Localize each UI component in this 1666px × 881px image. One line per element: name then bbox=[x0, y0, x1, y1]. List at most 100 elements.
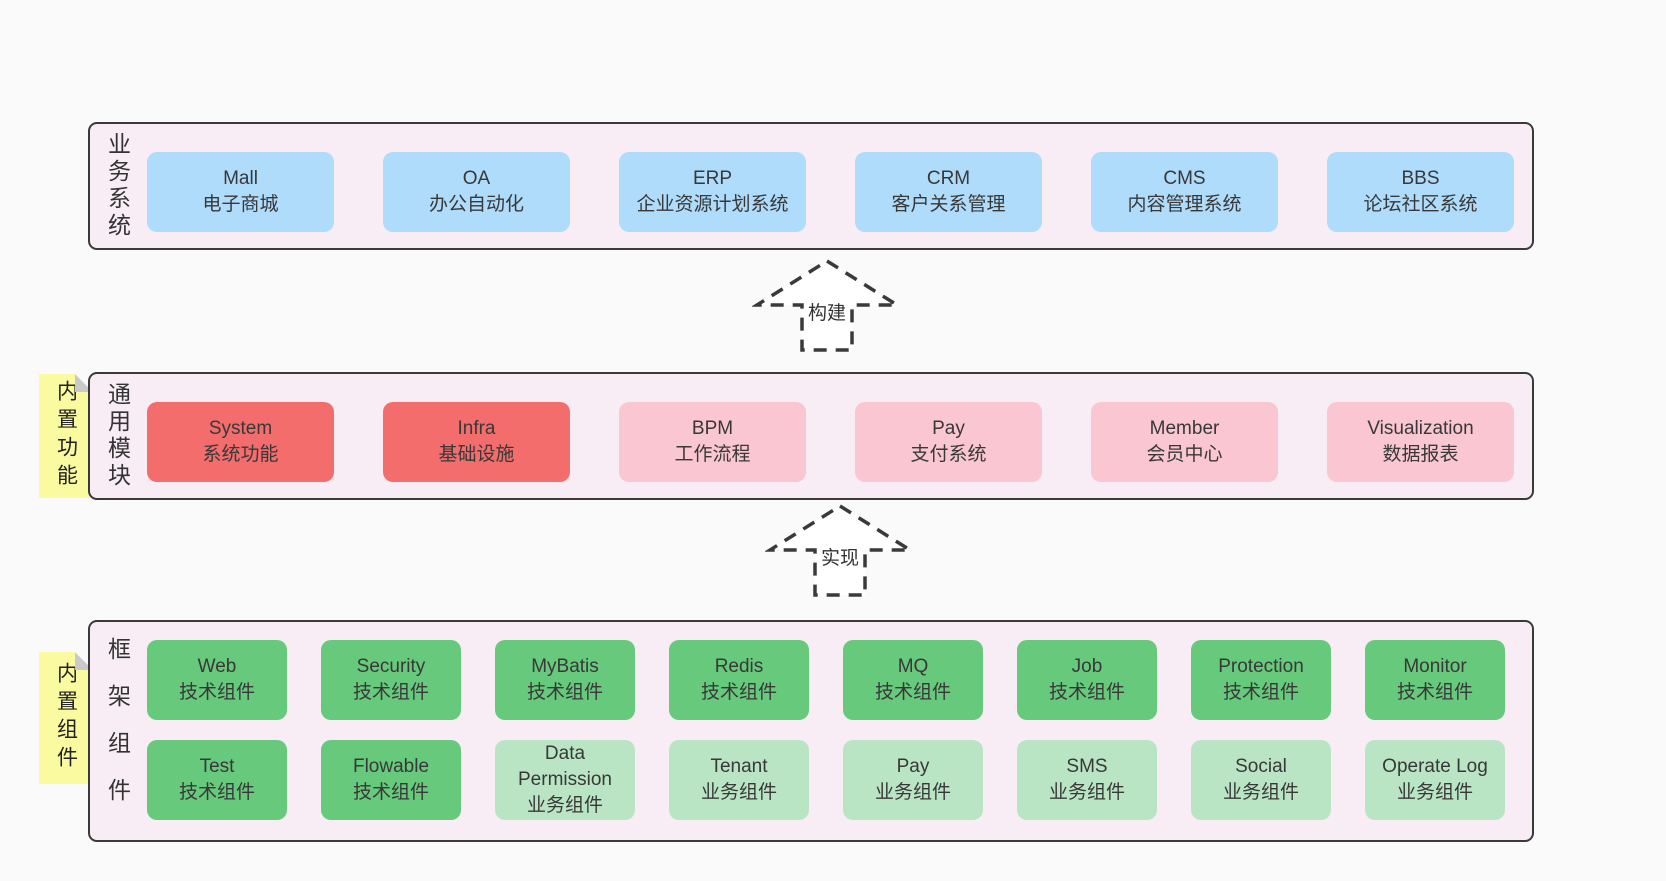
module-subtitle: 电子商城 bbox=[202, 194, 279, 215]
module-box-crm: CRM 客户关系管理 bbox=[855, 152, 1042, 232]
module-subtitle: 技术组件 bbox=[1222, 682, 1299, 703]
band-title-text: 业务系统 bbox=[104, 132, 131, 240]
sticky-note-text: 内置组件 bbox=[54, 662, 78, 774]
module-box-cms: CMS 内容管理系统 bbox=[1091, 152, 1278, 232]
module-box-mybatis: MyBatis 技术组件 bbox=[495, 640, 635, 720]
module-name: Test bbox=[199, 756, 235, 777]
module-box-flowable: Flowable 技术组件 bbox=[321, 740, 461, 820]
module-subtitle: 企业资源计划系统 bbox=[636, 194, 789, 215]
module-box-bpm: BPM 工作流程 bbox=[619, 402, 806, 482]
module-subtitle: 支付系统 bbox=[910, 444, 987, 465]
module-name: Mall bbox=[223, 168, 258, 189]
module-subtitle: 技术组件 bbox=[1396, 682, 1473, 703]
band-common-modules: 通用模块 System 系统功能 Infra 基础设施 BPM 工作流程 Pay 支付系统 Me… bbox=[88, 372, 1534, 500]
module-name: Visualization bbox=[1367, 418, 1474, 439]
module-subtitle: 业务组件 bbox=[1222, 782, 1299, 803]
module-subtitle: 业务组件 bbox=[1396, 782, 1473, 803]
module-box-web: Web 技术组件 bbox=[147, 640, 287, 720]
module-name: Social bbox=[1235, 756, 1287, 777]
module-subtitle: 技术组件 bbox=[352, 782, 429, 803]
module-subtitle: 技术组件 bbox=[700, 682, 777, 703]
module-box-sms: SMS 业务组件 bbox=[1017, 740, 1157, 820]
module-name: Monitor bbox=[1403, 656, 1467, 677]
band-title-text: 框架组件 bbox=[104, 637, 131, 825]
module-subtitle: 技术组件 bbox=[526, 682, 603, 703]
module-subtitle: 技术组件 bbox=[178, 682, 255, 703]
sticky-note-text: 内置功能 bbox=[54, 380, 78, 492]
module-name: Data Permission bbox=[518, 743, 612, 790]
common-modules-box-row: System 系统功能 Infra 基础设施 BPM 工作流程 Pay 支付系统 Member 会… bbox=[147, 402, 1514, 482]
module-name: BBS bbox=[1401, 168, 1440, 189]
module-box-infra: Infra 基础设施 bbox=[383, 402, 570, 482]
module-name: Infra bbox=[457, 418, 496, 439]
module-subtitle: 基础设施 bbox=[438, 444, 515, 465]
module-subtitle: 技术组件 bbox=[178, 782, 255, 803]
module-box-pay: Pay 支付系统 bbox=[855, 402, 1042, 482]
arrow-build-label: 构建 bbox=[804, 298, 850, 325]
module-subtitle: 办公自动化 bbox=[428, 194, 524, 215]
module-subtitle: 论坛社区系统 bbox=[1363, 194, 1478, 215]
module-subtitle: 业务组件 bbox=[700, 782, 777, 803]
module-subtitle: 技术组件 bbox=[874, 682, 951, 703]
module-box-tenant: Tenant 业务组件 bbox=[669, 740, 809, 820]
module-name: Flowable bbox=[352, 756, 430, 777]
module-subtitle: 工作流程 bbox=[674, 444, 751, 465]
band-business-systems: 业务系统 Mall 电子商城 OA 办公自动化 ERP 企业资源计划系统 CRM 客户关系管理… bbox=[88, 122, 1534, 250]
module-name: Security bbox=[356, 656, 426, 677]
module-subtitle: 系统功能 bbox=[202, 444, 279, 465]
module-subtitle: 业务组件 bbox=[1048, 782, 1125, 803]
module-subtitle: 内容管理系统 bbox=[1127, 194, 1242, 215]
module-subtitle: 客户关系管理 bbox=[891, 194, 1006, 215]
module-name: Pay bbox=[896, 756, 930, 777]
module-subtitle: 业务组件 bbox=[526, 795, 603, 816]
module-name: MQ bbox=[897, 656, 929, 677]
sticky-note-built-in-components: 内置组件 bbox=[39, 652, 93, 784]
module-box-redis: Redis 技术组件 bbox=[669, 640, 809, 720]
module-box-visualization: Visualization 数据报表 bbox=[1327, 402, 1514, 482]
module-name: Pay bbox=[932, 418, 965, 439]
band-title-framework-components: 框架组件 bbox=[100, 622, 134, 840]
module-box-job: Job 技术组件 bbox=[1017, 640, 1157, 720]
module-subtitle: 会员中心 bbox=[1146, 444, 1223, 465]
module-subtitle: 业务组件 bbox=[874, 782, 951, 803]
module-name: CMS bbox=[1163, 168, 1206, 189]
module-name: System bbox=[208, 418, 273, 439]
band-title-text: 通用模块 bbox=[104, 382, 131, 490]
band-title-business-systems: 业务系统 bbox=[100, 124, 134, 248]
module-box-erp: ERP 企业资源计划系统 bbox=[619, 152, 806, 232]
sticky-note-built-in-features: 内置功能 bbox=[39, 374, 93, 498]
module-name: Redis bbox=[714, 656, 764, 677]
module-box-system: System 系统功能 bbox=[147, 402, 334, 482]
module-box-monitor: Monitor 技术组件 bbox=[1365, 640, 1505, 720]
band-title-common-modules: 通用模块 bbox=[100, 374, 134, 498]
module-name: BPM bbox=[691, 418, 734, 439]
module-subtitle: 数据报表 bbox=[1382, 444, 1459, 465]
module-name: ERP bbox=[692, 168, 733, 189]
module-name: Job bbox=[1071, 656, 1103, 677]
module-name: OA bbox=[462, 168, 491, 189]
module-box-test: Test 技术组件 bbox=[147, 740, 287, 820]
module-name: CRM bbox=[926, 168, 971, 189]
module-name: SMS bbox=[1066, 756, 1108, 777]
module-name: Tenant bbox=[710, 756, 768, 777]
arrow-implement-label: 实现 bbox=[817, 543, 863, 570]
arrow-build: 构建 bbox=[752, 258, 902, 353]
module-name: Member bbox=[1149, 418, 1220, 439]
module-name: Web bbox=[197, 656, 237, 677]
module-subtitle: 技术组件 bbox=[1048, 682, 1125, 703]
module-name: Protection bbox=[1218, 656, 1304, 677]
module-box-oa: OA 办公自动化 bbox=[383, 152, 570, 232]
module-box-bbs: BBS 论坛社区系统 bbox=[1327, 152, 1514, 232]
module-box-mall: Mall 电子商城 bbox=[147, 152, 334, 232]
module-name: MyBatis bbox=[531, 656, 599, 677]
business-systems-box-row: Mall 电子商城 OA 办公自动化 ERP 企业资源计划系统 CRM 客户关系管理 CMS 内容… bbox=[147, 152, 1514, 232]
module-box-member: Member 会员中心 bbox=[1091, 402, 1278, 482]
module-box-data-permission: Data Permission 业务组件 bbox=[495, 740, 635, 820]
module-box-social: Social 业务组件 bbox=[1191, 740, 1331, 820]
